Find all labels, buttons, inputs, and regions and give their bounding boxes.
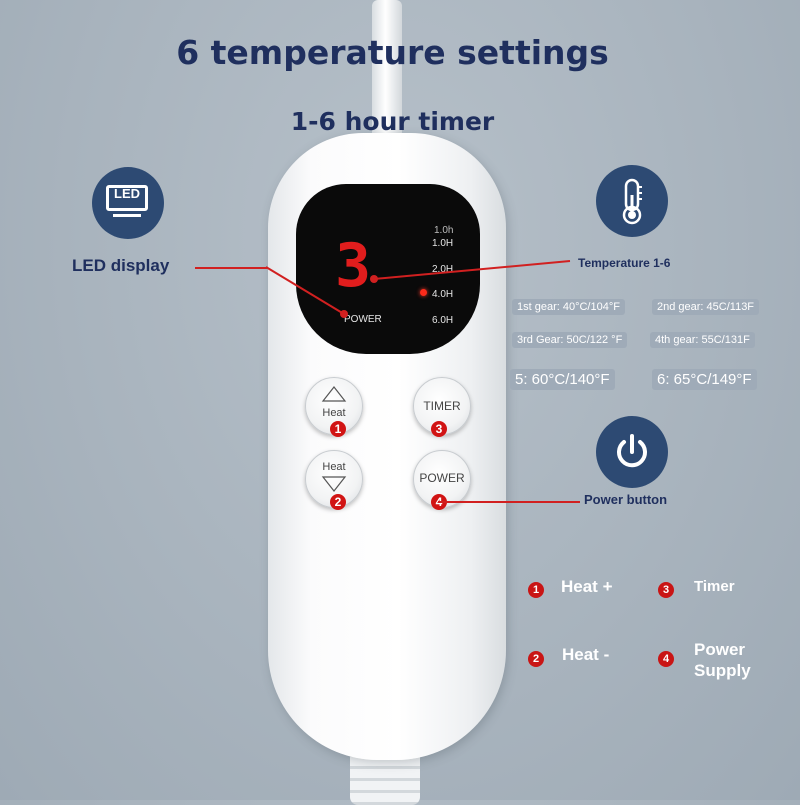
led-icon-text: LED <box>114 186 140 201</box>
led-display-screen <box>296 184 480 354</box>
power-icon <box>596 416 668 488</box>
legend-heat-minus: Heat - <box>562 645 610 664</box>
timer-indicator-light <box>420 289 427 296</box>
gear-1: 1st gear: 40°C/104°F <box>512 299 625 315</box>
thermometer-icon <box>596 165 668 237</box>
timer-label-1h-small: 1.0h <box>434 225 454 236</box>
callout-line-power <box>438 501 580 503</box>
callout-temperature: Temperature 1-6 <box>578 256 671 270</box>
led-icon: LED <box>92 167 164 239</box>
legend-num-4: 4 <box>658 651 674 667</box>
display-power-label: POWER <box>344 314 382 325</box>
badge-3: 3 <box>431 421 447 437</box>
legend-num-1: 1 <box>528 582 544 598</box>
badge-1: 1 <box>330 421 346 437</box>
callout-line-led-diag <box>265 266 348 318</box>
gear-3: 3rd Gear: 50C/122 °F <box>512 332 628 348</box>
triangle-up-icon <box>321 386 347 402</box>
page-subtitle: 1-6 hour timer <box>290 107 495 136</box>
heat-up-label: Heat <box>322 407 346 419</box>
gear-2: 2nd gear: 45C/113F <box>652 299 760 315</box>
timer-label-4h: 4.0H <box>432 289 454 300</box>
legend-num-2: 2 <box>528 651 544 667</box>
callout-line-temperature <box>370 260 571 283</box>
timer-label-1h: 1.0H <box>432 238 454 249</box>
gear-6: 6: 65°C/149°F <box>652 369 757 390</box>
callout-line-led <box>195 267 267 269</box>
badge-2: 2 <box>330 494 346 510</box>
triangle-down-icon <box>321 476 347 492</box>
legend-num-3: 3 <box>658 582 674 598</box>
heat-down-label: Heat <box>322 461 346 473</box>
gear-4: 4th gear: 55C/131F <box>650 332 755 348</box>
callout-led-display: LED display <box>72 256 170 275</box>
timer-button-label: TIMER <box>423 399 461 413</box>
legend-power-supply: Power Supply <box>694 640 751 680</box>
power-button-label: POWER <box>419 471 465 485</box>
temperature-digit: 3 <box>335 231 372 301</box>
legend-heat-plus: Heat + <box>561 577 613 596</box>
gear-5: 5: 60°C/140°F <box>510 369 615 390</box>
legend-timer: Timer <box>694 578 735 595</box>
page-title: 6 temperature settings <box>176 33 609 72</box>
callout-power-button: Power button <box>584 492 668 507</box>
timer-label-6h: 6.0H <box>432 315 454 326</box>
timer-label-2h: 2.0H <box>432 264 454 275</box>
